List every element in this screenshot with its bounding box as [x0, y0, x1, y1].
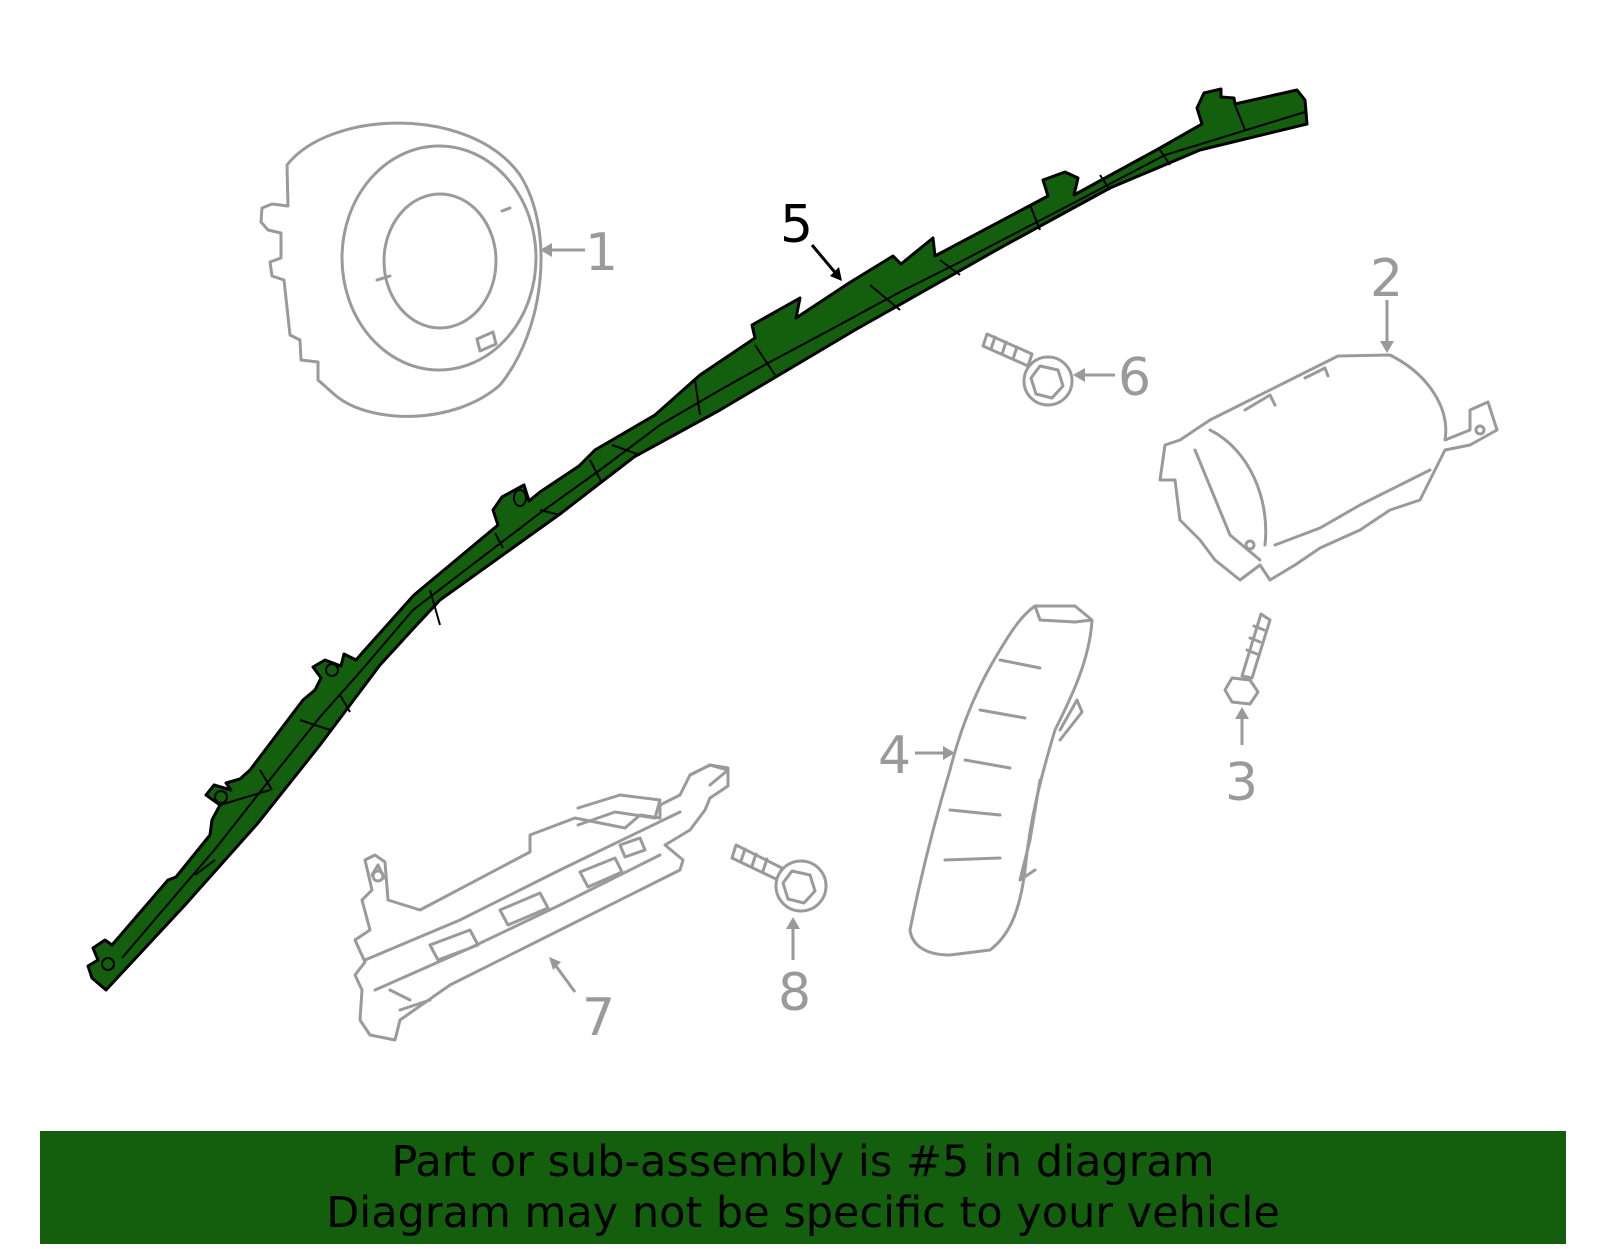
part-4-side-airbag[interactable] — [908, 604, 1094, 957]
part-1-driver-airbag[interactable] — [259, 121, 543, 418]
callout-1[interactable]: 1 — [585, 223, 618, 283]
banner-line-1: Part or sub-assembly is #5 in diagram — [391, 1136, 1215, 1187]
part-7-knee-bracket[interactable] — [353, 763, 730, 1042]
part-2-passenger-airbag[interactable] — [1158, 353, 1499, 582]
callout-4[interactable]: 4 — [878, 726, 911, 786]
callout-2[interactable]: 2 — [1370, 249, 1403, 309]
callout-7[interactable]: 7 — [582, 988, 615, 1048]
part-5-curtain-airbag[interactable] — [86, 87, 1309, 992]
part-8-bolt[interactable] — [730, 843, 828, 913]
part-3-bolt[interactable] — [1223, 612, 1272, 706]
callout-5[interactable]: 5 — [780, 195, 813, 255]
callout-6[interactable]: 6 — [1118, 348, 1151, 408]
part-info-banner: Part or sub-assembly is #5 in diagram Di… — [40, 1131, 1566, 1244]
leader-7 — [551, 961, 577, 993]
callout-8[interactable]: 8 — [778, 963, 811, 1023]
leader-5 — [810, 244, 840, 277]
callout-3[interactable]: 3 — [1225, 753, 1258, 813]
banner-line-2: Diagram may not be specific to your vehi… — [326, 1187, 1280, 1238]
part-6-bolt[interactable] — [981, 332, 1074, 407]
